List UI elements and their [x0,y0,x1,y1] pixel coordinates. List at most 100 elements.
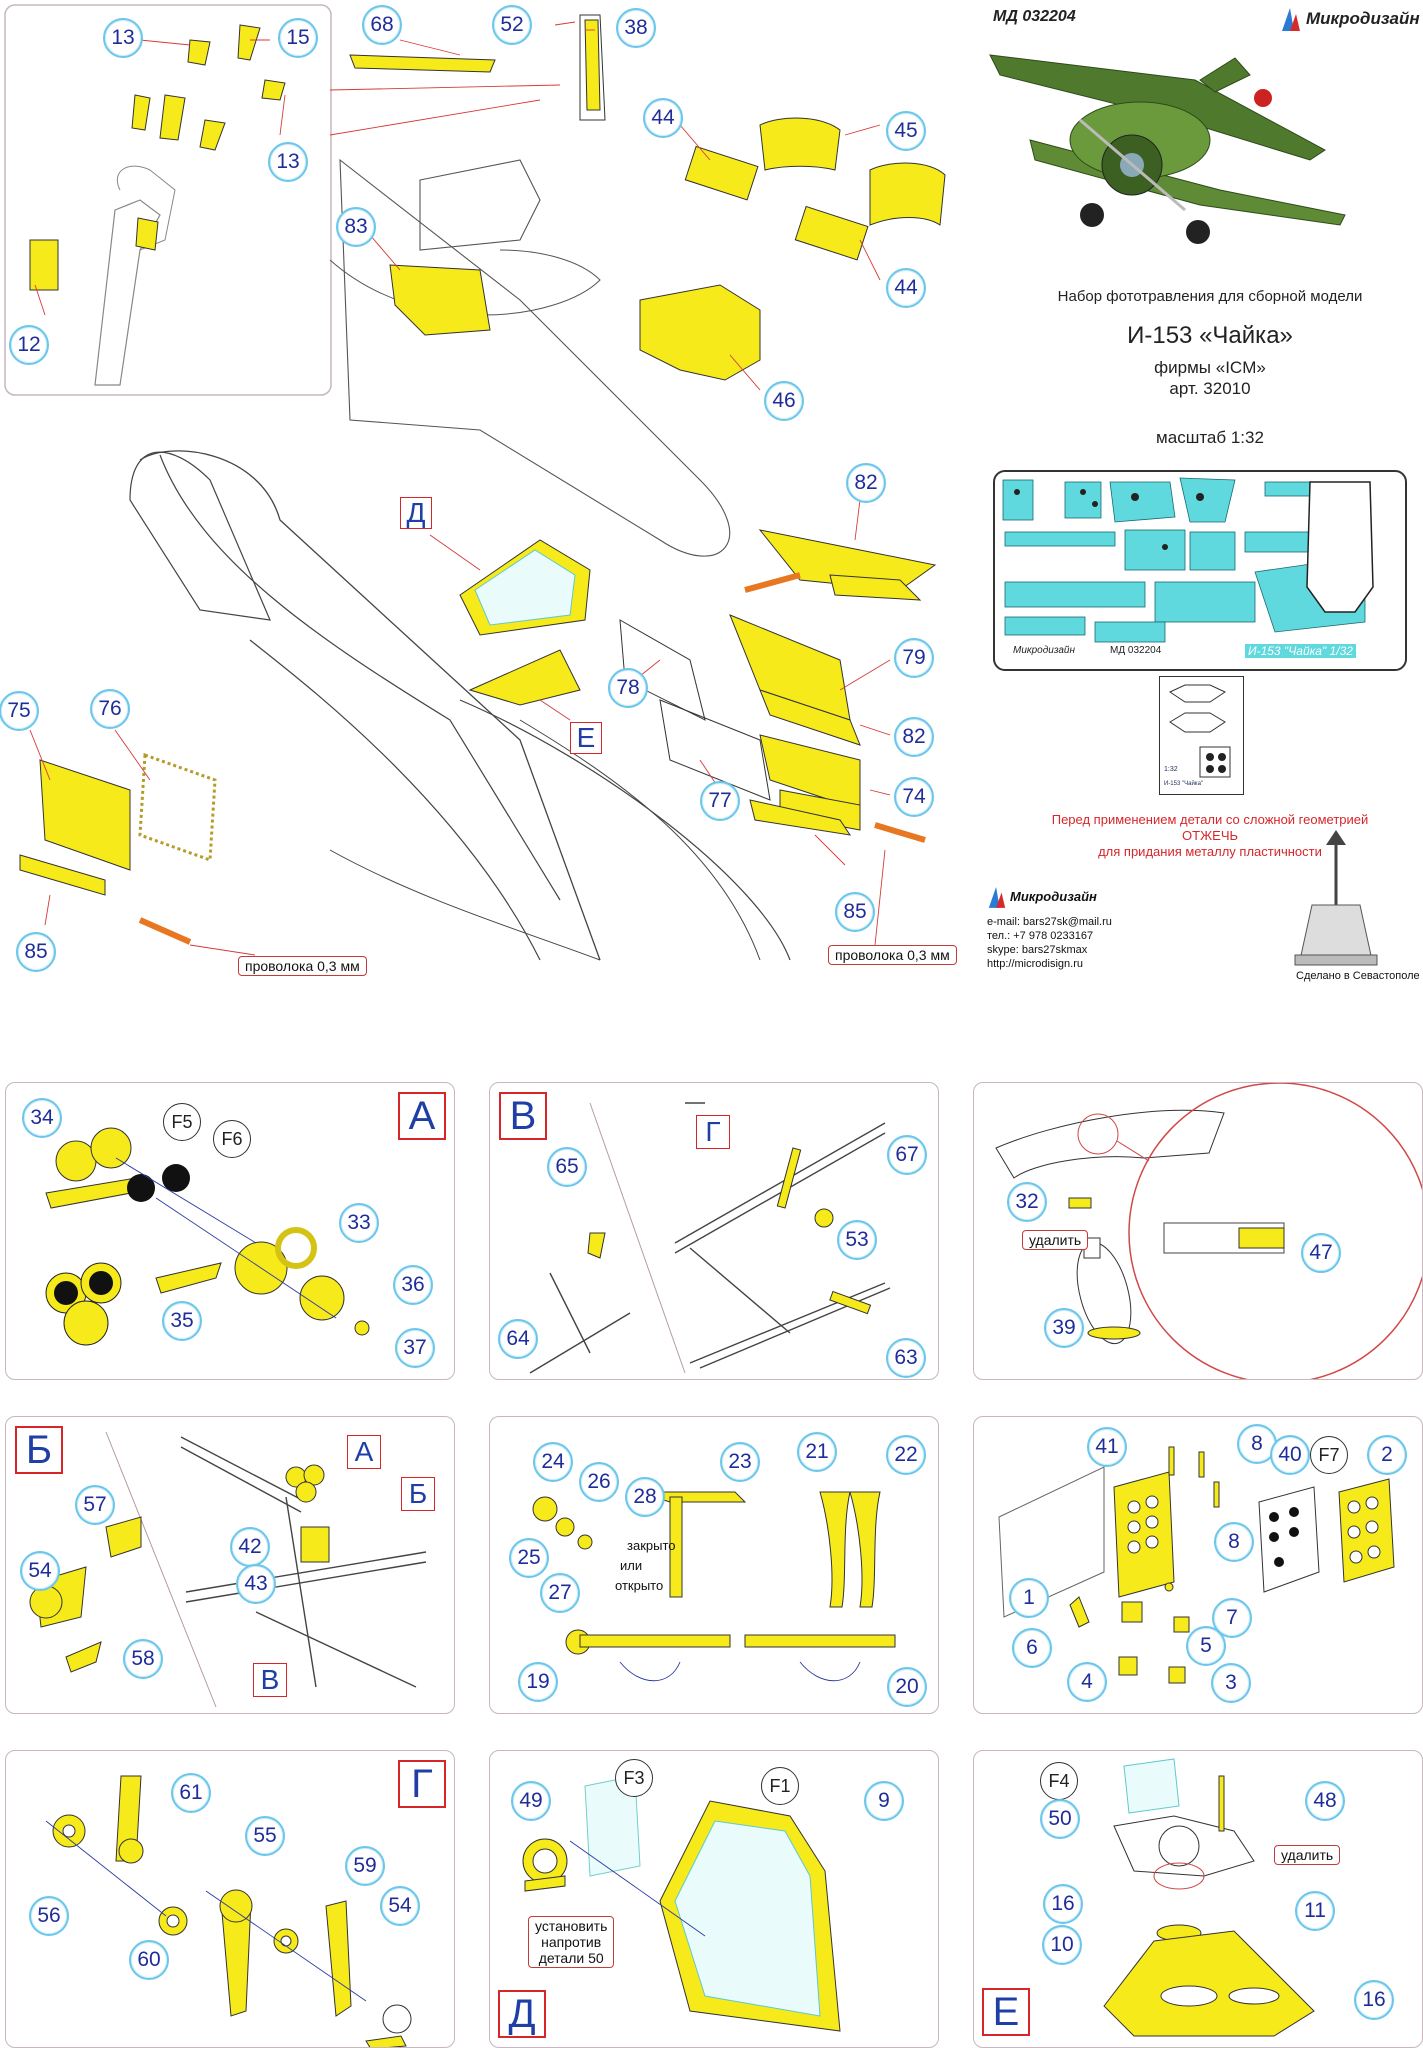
callout-74: 74 [894,777,934,817]
callout-67: 67 [887,1135,927,1175]
panel-G-pedals: Г 61 55 59 56 60 54 [5,1750,455,2048]
main-assembly-drawing [4,4,946,961]
mini-sheet-name: И-153 "Чайка" [1164,781,1204,787]
callout-78: 78 [608,668,648,708]
callout-50: 50 [1040,1799,1080,1839]
callout-27: 27 [540,1573,580,1613]
panel-B-frame: В Г 65 67 53 64 63 [489,1082,939,1380]
kit-maker: фирмы «ICM» [1154,358,1266,377]
callout-65: 65 [547,1147,587,1187]
callout-60: 60 [129,1940,169,1980]
note-open: открыто [615,1578,664,1593]
panel-A-instruments: А 34 F5 F6 33 35 36 37 [5,1082,455,1380]
callout-7: 7 [1212,1598,1252,1638]
made-in: Сделано в Севастополе [1296,970,1420,982]
panel-E-seat-belts: 24 26 28 закрыто или открыто 25 27 23 21… [489,1416,939,1714]
callout-40: 40 [1270,1435,1310,1475]
contact-site[interactable]: http://microdisign.ru [987,958,1083,970]
warning-line-1: Перед применением детали со сложной геом… [1051,812,1369,827]
panel-F-graphic [998,1446,1395,1684]
callout-19: 19 [518,1662,558,1702]
panel-H-canopy: 49 F3 F1 9 установить напротив детали 50… [489,1750,939,2048]
monument-icon [1294,830,1378,966]
contacts-brand-name: Микродизайн [1010,889,1097,904]
install-note: установить напротив детали 50 [528,1916,615,1968]
label-G-sub: Г [696,1115,730,1149]
contact-phone: тел.: +7 978 0233167 [987,930,1094,942]
install-note-3: детали 50 [538,1950,604,1966]
label-A-sub: А [347,1435,381,1469]
callout-6: 6 [1012,1628,1052,1668]
mini-sheet-graphic [1168,684,1231,778]
callout-82: 82 [894,717,934,757]
panel-B-graphic [529,1102,891,1374]
panel-I-graphic [1103,1758,1315,2037]
callout-8: 8 [1214,1522,1254,1562]
mini-sheet-scale: 1:32 [1164,766,1178,773]
callout-85: 85 [16,932,56,972]
callout-32: 32 [1007,1182,1047,1222]
label-D-main: Д [400,497,432,529]
callout-44: 44 [886,268,926,308]
aircraft-illustration [989,54,1346,244]
callout-F1: F1 [761,1767,799,1805]
callout-5: 5 [1186,1626,1226,1666]
callout-F7: F7 [1310,1436,1348,1474]
callout-79: 79 [894,638,934,678]
warning-line-2: ОТЖЕЧЬ [1181,828,1239,843]
callout-36: 36 [393,1265,433,1305]
callout-4: 4 [1067,1662,1107,1702]
callout-21: 21 [797,1432,837,1472]
wire-note-right: проволока 0,3 мм [828,945,957,965]
callout-68: 68 [362,5,402,45]
callout-56: 56 [29,1896,69,1936]
brand-name: Микродизайн [1306,9,1420,28]
label-B: В [499,1092,547,1140]
callout-15: 15 [278,18,318,58]
callout-34: 34 [22,1098,62,1138]
warning-text: Перед применением детали со сложной геом… [1000,812,1420,860]
label-G: Г [398,1760,446,1808]
kit-article: арт. 32010 [1169,379,1251,398]
callout-22: 22 [886,1435,926,1475]
callout-33: 33 [339,1203,379,1243]
callout-64: 64 [498,1319,538,1359]
callout-F3: F3 [615,1759,653,1797]
logo-icon [1282,8,1300,31]
warning-line-3: для придания металлу пластичности [1098,844,1322,859]
fret-sheet: МД 032204 И-153 "Чайка" 1/32 Микродизайн [993,470,1407,671]
label-V-sub: В [253,1663,287,1697]
callout-20: 20 [887,1667,927,1707]
callout-53: 53 [837,1220,877,1260]
install-note-2: напротив [541,1934,602,1950]
callout-24: 24 [533,1442,573,1482]
callout-58: 58 [123,1639,163,1679]
panel-D-frame: Б А Б В 57 54 58 42 43 [5,1416,455,1714]
panel-C-bottle: 32 47 удалить 39 [973,1082,1423,1380]
panel-F-dashboard: 41 8 40 F7 2 8 1 7 6 5 4 3 [973,1416,1423,1714]
contact-skype: skype: bars27skmax [987,944,1088,956]
label-A: А [398,1092,446,1140]
callout-13: 13 [103,18,143,58]
fret-label-left: МД 032204 [1110,645,1162,656]
callout-26: 26 [579,1462,619,1502]
callout-48: 48 [1305,1781,1345,1821]
callout-16: 16 [1354,1980,1394,2020]
contacts-brand: Микродизайн [987,885,1187,909]
callout-F4: F4 [1040,1762,1078,1800]
panel-H-graphic [522,1775,841,2032]
kit-scale: масштаб 1:32 [1156,428,1264,447]
callout-38: 38 [616,8,656,48]
panel-C-graphic [995,1083,1422,1379]
brand-logo: Микродизайн [1280,6,1420,32]
callout-23: 23 [720,1442,760,1482]
callout-63: 63 [886,1338,926,1378]
callout-37: 37 [395,1328,435,1368]
callout-54: 54 [20,1551,60,1591]
callout-47: 47 [1301,1233,1341,1273]
contact-email[interactable]: e-mail: bars27sk@mail.ru [987,916,1112,928]
callout-61: 61 [171,1773,211,1813]
callout-11: 11 [1295,1891,1335,1931]
callout-43: 43 [236,1564,276,1604]
callout-10: 10 [1042,1925,1082,1965]
